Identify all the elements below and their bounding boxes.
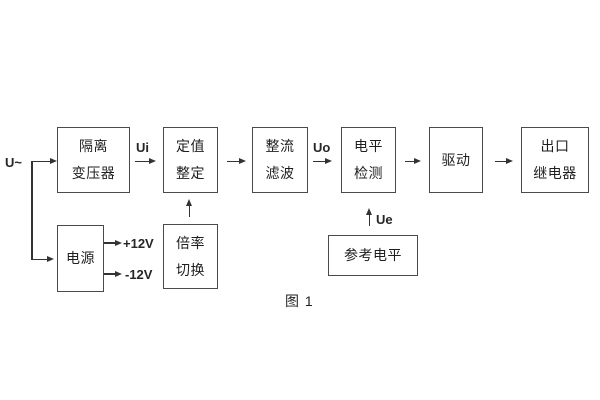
arrow-input-shaft	[31, 160, 51, 163]
arrow-ui-head	[149, 158, 156, 164]
arrow-ratio-up-shaft	[188, 206, 191, 217]
arrow-minus12-shaft	[104, 273, 116, 275]
arrow-minus12-head	[115, 270, 122, 277]
block-isolation-transformer: 隔离 变压器	[57, 127, 130, 193]
arrow-uo-head	[325, 158, 332, 164]
arrow-input-head	[50, 158, 57, 164]
arrow-setting-to-filter-head	[239, 158, 246, 164]
block-output-relay: 出口 继电器	[521, 127, 589, 193]
arrow-ui-shaft	[135, 160, 150, 163]
block-rectifier-filter: 整流 滤波	[252, 127, 308, 193]
arrow-detect-to-driver-head	[414, 158, 421, 164]
block-power-supply: 电源	[57, 225, 104, 292]
arrow-plus12-head	[115, 239, 122, 246]
arrow-plus12-shaft	[104, 242, 116, 244]
label-uo: Uo	[313, 140, 331, 155]
label-minus-12v: -12V	[125, 267, 153, 282]
label-input-voltage: U~	[5, 155, 22, 170]
label-ui: Ui	[136, 140, 149, 155]
arrow-setting-to-filter-shaft	[227, 160, 240, 163]
label-ue: Ue	[376, 212, 393, 227]
arrow-to-power-head	[47, 256, 54, 262]
arrow-driver-to-relay-shaft	[495, 160, 507, 163]
line-input-branch-down	[31, 161, 33, 260]
arrow-ue-up-shaft	[368, 215, 370, 226]
block-ratio-switch: 倍率 切换	[163, 224, 218, 289]
arrow-driver-to-relay-head	[506, 158, 513, 164]
figure-caption: 图 1	[285, 293, 314, 309]
arrow-ratio-up-head	[186, 199, 192, 206]
arrow-detect-to-driver-shaft	[405, 160, 415, 163]
arrow-ue-up-head	[365, 208, 372, 215]
arrow-to-power-shaft	[31, 258, 48, 261]
block-reference-level: 参考电平	[328, 235, 418, 276]
block-level-detection: 电平 检测	[341, 127, 396, 193]
arrow-uo-shaft	[313, 160, 326, 163]
block-setting: 定值 整定	[163, 127, 218, 193]
block-driver: 驱动	[429, 127, 483, 193]
label-plus-12v: +12V	[123, 236, 154, 251]
